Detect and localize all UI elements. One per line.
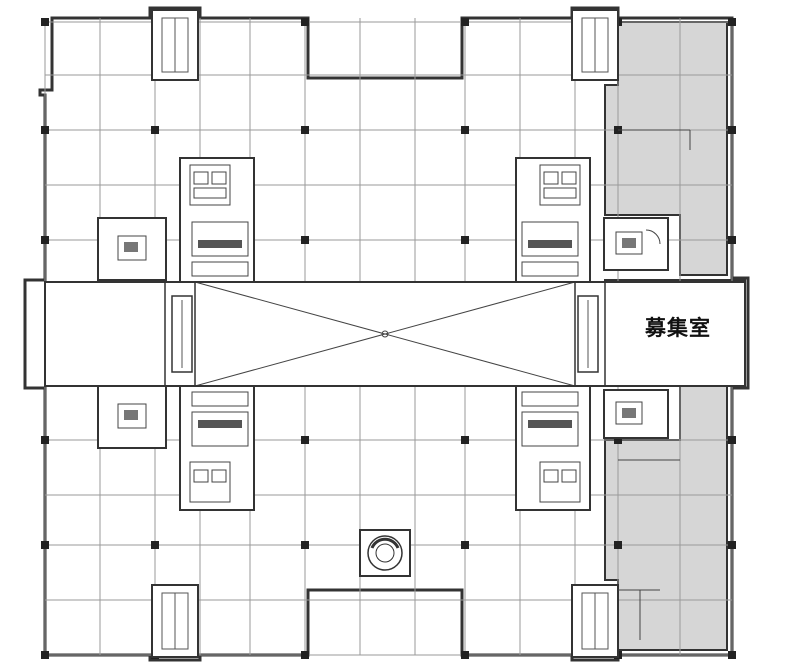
vacancy-room-label: 募集室 xyxy=(645,316,711,340)
central-corridor xyxy=(44,281,746,387)
column-marker xyxy=(301,126,309,134)
column-marker xyxy=(301,436,309,444)
column-marker xyxy=(41,651,49,659)
column-marker xyxy=(728,436,736,444)
column-marker xyxy=(461,236,469,244)
column-marker xyxy=(461,651,469,659)
atrium-center-mark xyxy=(381,330,389,338)
column-marker xyxy=(614,436,622,444)
column-marker xyxy=(461,436,469,444)
column-marker xyxy=(41,126,49,134)
column-marker xyxy=(728,236,736,244)
column-marker xyxy=(41,436,49,444)
column-marker xyxy=(728,651,736,659)
vacancy-partitions xyxy=(618,129,691,640)
column-marker xyxy=(461,126,469,134)
core-lower-left xyxy=(97,385,255,511)
core-upper-left xyxy=(97,157,255,283)
corridor-stair-left xyxy=(171,295,193,373)
column-marker xyxy=(728,18,736,26)
atrium-void xyxy=(194,281,576,387)
column-marker xyxy=(41,18,49,26)
column-marker xyxy=(151,541,159,549)
spiral-stair xyxy=(359,529,411,577)
column-marker xyxy=(41,541,49,549)
stair-tower-top-right xyxy=(571,9,619,81)
column-marker xyxy=(41,236,49,244)
column-marker xyxy=(728,126,736,134)
stair-tower-bottom-right xyxy=(571,584,619,658)
corridor-stair-right xyxy=(577,295,599,373)
column-marker xyxy=(301,651,309,659)
core-lower-right xyxy=(515,385,669,511)
column-marker xyxy=(461,18,469,26)
column-marker xyxy=(301,541,309,549)
corridor-band xyxy=(44,281,746,387)
stair-tower-bottom-left xyxy=(151,584,199,658)
column-marker xyxy=(301,18,309,26)
column-marker xyxy=(614,541,622,549)
atrium-diagonal-2 xyxy=(194,281,576,387)
outer-wall xyxy=(23,6,750,662)
column-marker xyxy=(461,541,469,549)
column-marker xyxy=(151,126,159,134)
column-marker xyxy=(728,541,736,549)
column-marker xyxy=(301,236,309,244)
stair-tower-top-left xyxy=(151,9,199,81)
core-upper-right xyxy=(515,157,669,283)
